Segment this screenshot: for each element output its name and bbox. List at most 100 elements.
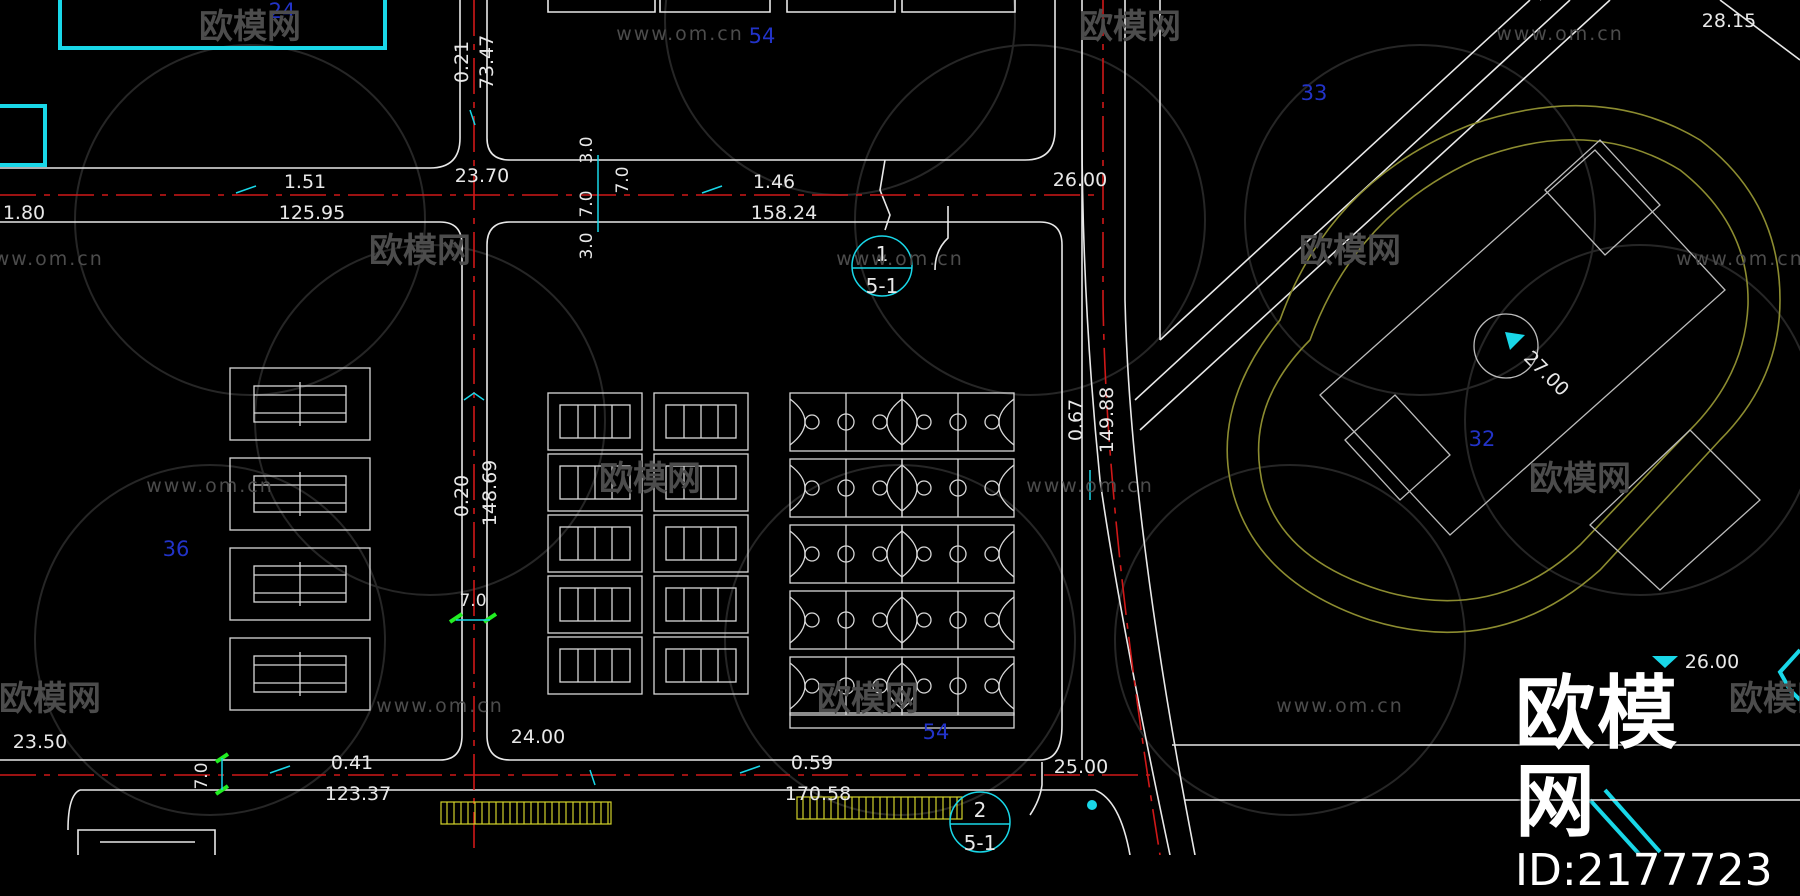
bottom-road-mid-slope: 0.59 <box>791 752 833 774</box>
top-road-mid-length: 158.24 <box>751 202 817 224</box>
parcel-number-54-bottom: 54 <box>923 720 950 744</box>
watermark-name: 欧模网 <box>599 459 701 499</box>
slope-arrow-3 <box>269 765 291 774</box>
watermark-name: 欧模网 <box>817 679 919 719</box>
section-marker-1-sheet: 5-1 <box>866 274 899 298</box>
road-labels: 1.51 125.95 1.46 158.24 1.80 0.41 123.37… <box>3 35 1118 805</box>
elevation-8: 26.00 <box>1685 651 1739 673</box>
brand-name: 欧模网 <box>1515 667 1679 848</box>
watermark-url: www.om.cn <box>376 695 504 717</box>
road-width-top-2: 7.0 <box>613 166 633 193</box>
elevation-symbols <box>1087 332 1678 810</box>
vert-road-top-length: 73.47 <box>476 35 498 89</box>
hatched-strip <box>440 801 612 825</box>
centerline-vertical-right <box>1102 0 1161 855</box>
tennis-court <box>547 636 643 695</box>
watermark-ring <box>1244 44 1596 396</box>
road-curve-1 <box>1081 129 1171 855</box>
tennis-court <box>229 457 371 531</box>
section-marker-1: 1 5-1 <box>851 235 913 298</box>
road-edge-1 <box>0 0 461 169</box>
road-width-top-1: 3.0 <box>577 136 597 163</box>
slope-arrow-1 <box>235 185 257 194</box>
tennis-court <box>547 575 643 634</box>
elevation-4: 24.00 <box>511 726 565 748</box>
tennis-court <box>229 367 371 441</box>
site-plan-drawing: 1 5-1 2 5-1 24 54 33 32 36 54 1.51 125.9… <box>0 0 1800 855</box>
adjacent-court <box>1589 429 1761 591</box>
road-corner-bottom-left <box>67 789 81 831</box>
road-width-mid: 7.0 <box>459 591 486 611</box>
vert-road-mid-slope: 0.20 <box>451 475 473 517</box>
watermark-ring <box>1464 244 1800 596</box>
road-edge-3 <box>0 221 463 761</box>
elevation-5: 25.00 <box>1054 756 1108 778</box>
building-edge-bottom-right <box>1588 798 1642 855</box>
left-edge-value: 1.80 <box>3 202 45 224</box>
tennis-court <box>653 636 749 695</box>
elevation-triangle-field <box>1505 332 1525 350</box>
section-marker-1-circle <box>851 235 913 297</box>
tennis-court <box>653 514 749 573</box>
section-marker-2-circle <box>949 791 1011 853</box>
watermark-name: 欧模网 <box>1529 459 1631 499</box>
penalty-box-top <box>1544 139 1661 256</box>
building-bottom-left <box>77 829 216 855</box>
parcel-numbers: 24 54 33 32 36 54 <box>163 0 1496 744</box>
road-curve-2 <box>1124 0 1196 855</box>
tennis-court <box>229 637 371 711</box>
basketball-court <box>901 656 1015 716</box>
buildings <box>0 0 1800 855</box>
section-leader-2 <box>1029 762 1043 816</box>
vert-road-mid-length: 148.69 <box>479 460 501 526</box>
road-edge-2 <box>486 0 1056 161</box>
running-track <box>1226 104 1781 634</box>
bottom-road-left-slope: 0.41 <box>331 752 373 774</box>
road-centerlines <box>0 0 1161 855</box>
watermark-ring <box>34 464 386 816</box>
basketball-court-edge <box>789 712 1015 729</box>
tennis-courts-left <box>229 367 371 711</box>
road-width-labels: 3.0 7.0 7.0 3.0 7.0 7.0 <box>192 136 633 789</box>
basketball-courts <box>789 392 1015 729</box>
parcel-number-33: 33 <box>1301 81 1328 105</box>
parcel-number-36: 36 <box>163 537 190 561</box>
building-outline-left <box>0 104 47 167</box>
field-center-circle <box>1473 313 1539 379</box>
section-marker-2-number: 2 <box>974 798 987 822</box>
section-leader-1 <box>934 206 949 271</box>
field-outline <box>1319 149 1726 536</box>
block-outline <box>486 221 1063 761</box>
brand-block: 欧模网 ID:2177723 <box>1515 667 1773 896</box>
building-outline-bottom-right <box>1777 648 1800 702</box>
right-road-length: 149.88 <box>1096 387 1118 453</box>
watermark-url: www.om.cn <box>1276 695 1404 717</box>
width-marker-mid-left <box>448 612 464 624</box>
right-road-slope: 0.67 <box>1065 399 1087 441</box>
diagonal-road-5 <box>1719 0 1800 61</box>
section-marker-1-number: 1 <box>876 242 889 266</box>
tennis-court <box>547 514 643 573</box>
road-width-bottom: 7.0 <box>192 762 212 789</box>
parcel-number-54-top: 54 <box>749 24 776 48</box>
slope-arrows <box>235 109 1091 786</box>
slope-arrow-5 <box>469 109 476 126</box>
track-outer <box>1226 104 1781 634</box>
court-stub-4 <box>901 0 1016 13</box>
elevation-1: 23.70 <box>455 165 509 187</box>
watermark-ring <box>1114 464 1466 816</box>
watermark-name: 欧模网 <box>1299 231 1401 271</box>
watermark-url: www.om.cn <box>836 248 964 270</box>
slope-arrow-4 <box>739 765 761 774</box>
watermark-name: 欧模网 <box>369 231 471 271</box>
track-inner <box>1257 138 1749 602</box>
elevation-2: 26.00 <box>1053 169 1107 191</box>
parcel-number-24: 24 <box>269 0 296 23</box>
watermark-url: www.om.cn <box>146 475 274 497</box>
tennis-court <box>547 392 643 451</box>
slope-arrow-2 <box>701 185 723 194</box>
top-road-mid-slope: 1.46 <box>753 171 795 193</box>
basketball-court <box>901 458 1015 518</box>
court-stub-1 <box>547 0 656 13</box>
top-road-left-length: 125.95 <box>279 202 345 224</box>
